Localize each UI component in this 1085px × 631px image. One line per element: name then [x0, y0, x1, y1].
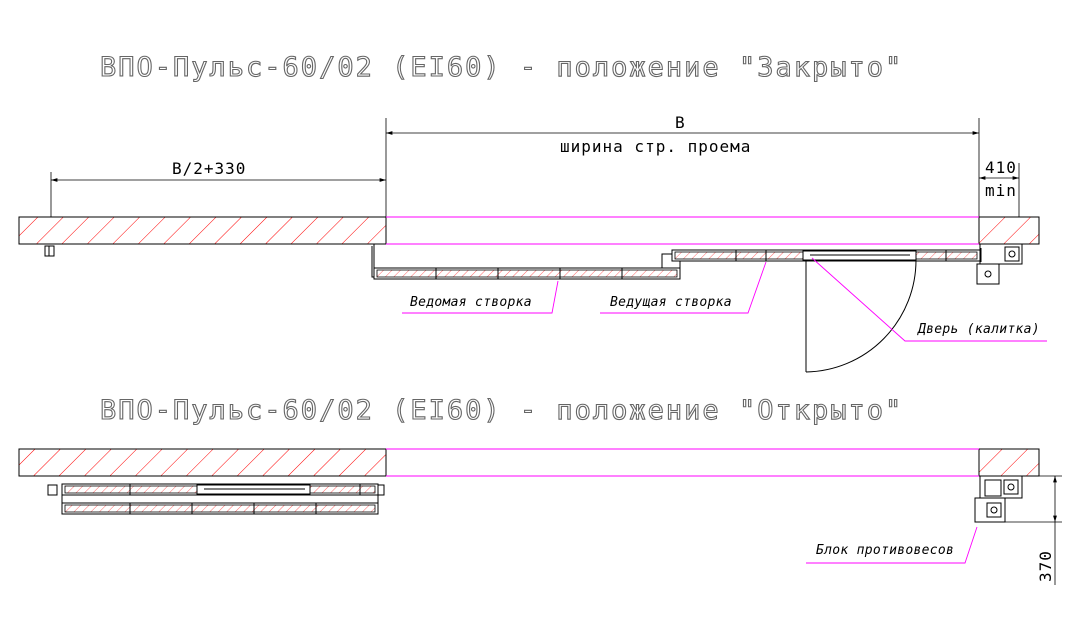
dimension-half-width-label: B/2+330 [172, 159, 246, 178]
title-open: ВПО-Пульс-60/02 (EI60) - положение "Откр… [100, 395, 903, 426]
label-driven-leaf: Ведомая створка [402, 280, 559, 314]
wall-left-closed [18, 216, 387, 245]
svg-text:Ведущая створка: Ведущая створка [610, 295, 732, 310]
wall-right-open [978, 448, 1040, 477]
dimension-half-width: B/2+330 [50, 159, 386, 217]
dimension-min-label: min [985, 181, 1017, 200]
counterweight-block-open [974, 475, 1023, 523]
dimension-min-offset: 410 min [979, 158, 1020, 217]
counterweight-block-closed [976, 243, 1023, 285]
wicket-door-swing [805, 259, 917, 373]
dimension-opening-width: B ширина стр. проема [385, 113, 980, 240]
dimension-counterweight-depth: 370 [1005, 475, 1062, 585]
dimension-410-label: 410 [985, 158, 1017, 177]
stacked-leaves-open [47, 483, 385, 515]
label-counterweight-block: Блок противовесов [806, 526, 978, 564]
wall-left-open [18, 448, 387, 477]
driven-leaf-closed [371, 243, 681, 280]
dimension-370-label: 370 [1036, 550, 1055, 582]
title-closed: ВПО-Пульс-60/02 (EI60) - положение "Закр… [100, 52, 903, 83]
dimension-b-label: B [675, 113, 686, 132]
svg-text:Блок противовесов: Блок противовесов [816, 543, 954, 558]
svg-text:Дверь (калитка): Дверь (калитка) [917, 322, 1040, 337]
wall-right-closed [978, 216, 1040, 245]
leading-leaf-closed [671, 249, 981, 262]
dimension-b-caption: ширина стр. проема [560, 137, 751, 156]
svg-text:Ведомая створка: Ведомая створка [410, 295, 532, 310]
label-wicket-door: Дверь (калитка) [811, 257, 1047, 342]
end-stop-left-closed [44, 245, 55, 257]
label-leading-leaf: Ведущая створка [600, 261, 767, 314]
